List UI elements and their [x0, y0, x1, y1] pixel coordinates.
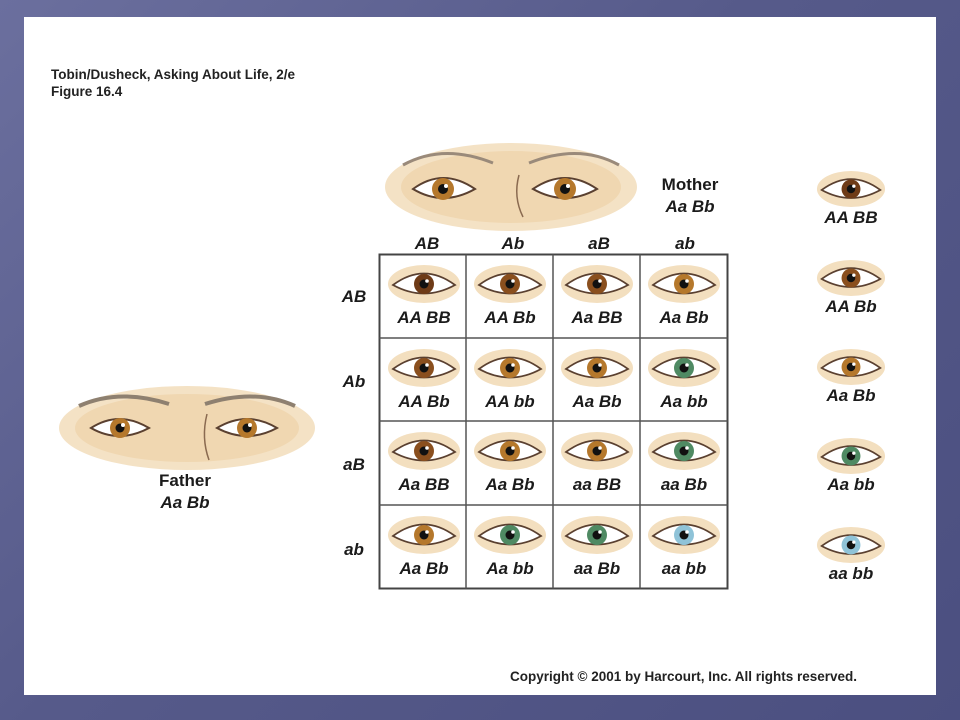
figure-panel — [24, 17, 936, 695]
cell-genotype: Aa BB — [398, 475, 450, 494]
punnett-cell: AA Bb — [381, 340, 467, 422]
row-header-gamete: AB — [341, 287, 367, 306]
cell-genotype: AA bb — [485, 392, 535, 411]
punnett-cell: Aa bb — [641, 340, 727, 422]
cell-genotype: Aa Bb — [572, 392, 622, 411]
eye-icon — [816, 349, 886, 385]
cell-genotype: aa Bb — [573, 559, 621, 578]
eye-icon — [648, 349, 720, 387]
eye-icon — [561, 349, 633, 387]
figure-source: Tobin/Dusheck, Asking About Life, 2/e — [51, 67, 296, 82]
punnett-cell: aa Bb — [554, 507, 640, 589]
punnett-cell: aa BB — [554, 423, 640, 505]
eye-icon — [816, 527, 886, 563]
cell-genotype: Aa bb — [660, 392, 708, 411]
punnett-cell: AA BB — [381, 256, 467, 338]
cell-genotype: Aa Bb — [659, 308, 709, 327]
mother-eyes-illustration — [385, 143, 637, 231]
legend-genotype: Aa bb — [827, 475, 875, 494]
cell-genotype: Aa BB — [571, 308, 623, 327]
figure-number: Figure 16.4 — [51, 84, 123, 99]
row-header-gamete: Ab — [342, 372, 366, 391]
eye-icon — [388, 265, 460, 303]
punnett-cell: aa Bb — [641, 423, 727, 505]
eye-icon — [474, 265, 546, 303]
cell-genotype: Aa Bb — [485, 475, 535, 494]
eye-icon — [474, 432, 546, 470]
column-header-gamete: aB — [588, 234, 610, 253]
cell-genotype: aa BB — [572, 475, 622, 494]
mother-label: Mother — [661, 175, 719, 194]
punnett-square-grid — [378, 253, 729, 590]
father-eyes-illustration — [59, 386, 315, 470]
eye-icon — [561, 265, 633, 303]
eye-icon — [388, 432, 460, 470]
cell-genotype: AA BB — [397, 308, 451, 327]
eye-icon — [388, 516, 460, 554]
legend-genotype: aa bb — [828, 564, 874, 583]
cell-genotype: aa bb — [661, 559, 707, 578]
father-genotype: Aa Bb — [160, 493, 210, 512]
eye-icon — [388, 349, 460, 387]
cell-genotype: Aa Bb — [399, 559, 449, 578]
column-header-gamete: ab — [675, 234, 695, 253]
eye-icon — [561, 432, 633, 470]
eye-icon — [474, 349, 546, 387]
eye-icon — [648, 265, 720, 303]
eye-icon — [648, 516, 720, 554]
punnett-cell: Aa bb — [467, 507, 553, 589]
mother-genotype: Aa Bb — [665, 197, 715, 216]
punnett-cell: AA bb — [467, 340, 553, 422]
column-header-gamete: Ab — [501, 234, 525, 253]
father-label: Father — [159, 471, 211, 490]
punnett-cell: Aa Bb — [554, 340, 640, 422]
cell-genotype: Aa bb — [486, 559, 534, 578]
row-header-gamete: aB — [343, 455, 365, 474]
punnett-cell: Aa BB — [381, 423, 467, 505]
legend-genotype: AA Bb — [825, 297, 877, 316]
column-header-gamete: AB — [414, 234, 440, 253]
eye-icon — [816, 171, 886, 207]
eye-icon — [648, 432, 720, 470]
punnett-cell: Aa Bb — [641, 256, 727, 338]
punnett-cell: aa bb — [641, 507, 727, 589]
legend-genotype: Aa Bb — [826, 386, 876, 405]
cell-genotype: AA Bb — [398, 392, 450, 411]
punnett-cell: Aa BB — [554, 256, 640, 338]
cell-genotype: aa Bb — [660, 475, 708, 494]
row-header-gamete: ab — [344, 540, 364, 559]
punnett-cell: Aa Bb — [467, 423, 553, 505]
eye-icon — [474, 516, 546, 554]
copyright-notice: Copyright © 2001 by Harcourt, Inc. All r… — [510, 669, 858, 684]
eye-icon — [816, 438, 886, 474]
cell-genotype: AA Bb — [484, 308, 536, 327]
legend-genotype: AA BB — [824, 208, 878, 227]
punnett-cell: Aa Bb — [381, 507, 467, 589]
eye-icon — [561, 516, 633, 554]
eye-icon — [816, 260, 886, 296]
punnett-cell: AA Bb — [467, 256, 553, 338]
